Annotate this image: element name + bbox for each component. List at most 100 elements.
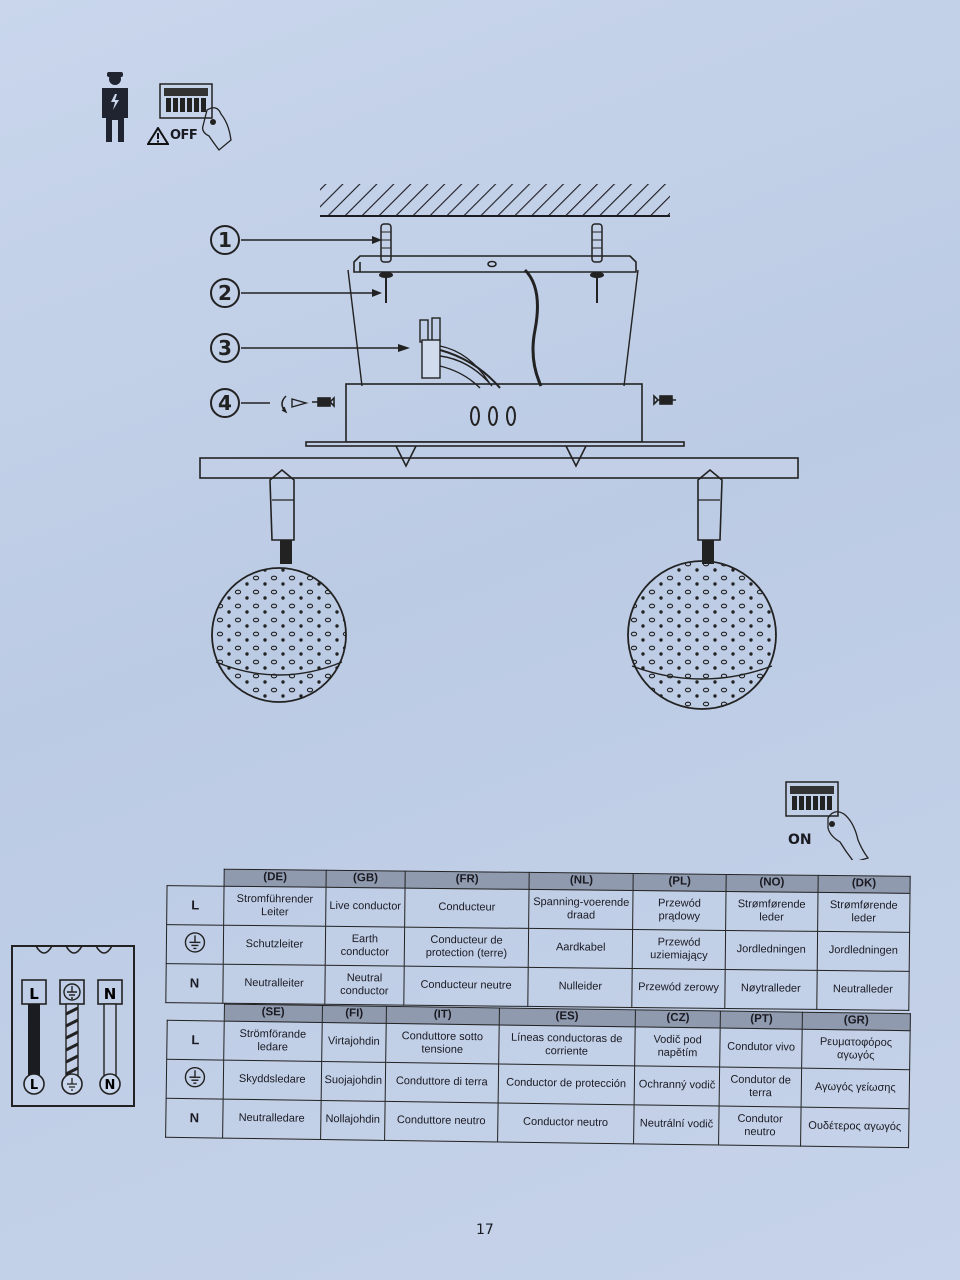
table-cell: Spanning-voerende draad xyxy=(528,889,634,930)
warning-icon xyxy=(147,127,169,145)
table-cell: Neutralleiter xyxy=(222,964,326,1005)
side-screw-left xyxy=(312,396,335,408)
screw-right xyxy=(590,272,604,303)
earth-icon xyxy=(184,1067,206,1088)
svg-text:1: 1 xyxy=(218,228,232,252)
table-cell: Conduttore sotto tensione xyxy=(385,1023,499,1064)
lang-header: (GR) xyxy=(802,1012,911,1031)
assembly-diagram: 1 2 3 4 xyxy=(199,184,799,710)
canopy-box xyxy=(305,383,685,447)
spotlight-right xyxy=(627,468,777,710)
table-cell: Conducteur xyxy=(404,888,530,929)
table-cell: Neutralleder xyxy=(816,970,910,1011)
row-key: L xyxy=(166,885,225,926)
terminal-label-l: L xyxy=(29,985,39,1003)
table-cell: Strømførende leder xyxy=(725,891,818,932)
lang-header: (PT) xyxy=(720,1011,803,1030)
row-key: N xyxy=(165,1098,224,1139)
wire-table-b: (SE) (FI) (IT) (ES) (CZ) (PT) (GR) L Str… xyxy=(165,1003,911,1148)
table-cell: Skyddsledare xyxy=(223,1060,322,1101)
table-cell: Líneas conductoras de corriente xyxy=(498,1024,636,1066)
terminal-connection-diagram: L N L N xyxy=(11,945,135,1107)
svg-text:L: L xyxy=(30,1078,38,1093)
table-cell: Αγωγός γείωσης xyxy=(801,1068,910,1109)
table-cell: Stromführender Leiter xyxy=(223,886,327,927)
table-cell: Schutzleiter xyxy=(223,925,326,966)
callout-2: 2 xyxy=(210,278,382,308)
lang-header: (GB) xyxy=(326,870,405,889)
wall-plug-right xyxy=(591,223,603,263)
lang-header: (NO) xyxy=(725,874,819,893)
terminal-block xyxy=(419,317,501,389)
callout-1: 1 xyxy=(210,225,382,255)
table-cell: Jordledningen xyxy=(817,931,910,972)
lang-header: (SE) xyxy=(224,1004,323,1023)
table-cell: Ochranný vodič xyxy=(633,1065,721,1107)
lang-header: (PL) xyxy=(633,873,726,892)
wire-table-a: (DE) (GB) (FR) (NL) (PL) (NO) (DK) L Str… xyxy=(165,868,911,1011)
lang-header: (ES) xyxy=(498,1007,636,1027)
table-cell: Vodič pod napětím xyxy=(634,1026,721,1068)
lang-header: (FI) xyxy=(321,1005,387,1024)
earth-icon xyxy=(184,932,206,953)
table-cell: Virtajohdin xyxy=(321,1022,387,1063)
off-label: OFF xyxy=(170,128,198,143)
table-cell: Conducteur neutre xyxy=(403,966,529,1007)
breaker-switch-on-icon xyxy=(785,781,870,860)
lang-header: (FR) xyxy=(404,871,530,890)
table-row: Skyddsledare Suojajohdin Conduttore di t… xyxy=(166,1059,910,1109)
table-cell: Neutrální vodič xyxy=(633,1104,720,1146)
lang-header: (IT) xyxy=(386,1006,500,1025)
breaker-switch-off-icon xyxy=(159,83,232,151)
row-key: N xyxy=(165,963,224,1004)
light-bar xyxy=(199,445,799,479)
earth-icon-bottom xyxy=(67,1078,77,1091)
table-cell: Conducteur de protection (terre) xyxy=(403,927,529,968)
table-cell: Przewód uziemiający xyxy=(632,929,726,970)
table-cell: Conductor de protección xyxy=(497,1063,635,1105)
table-cell: Nulleider xyxy=(528,967,633,1008)
table-cell: Strømførende leder xyxy=(817,892,911,933)
lang-header: (DK) xyxy=(817,875,911,894)
earth-icon-small xyxy=(63,983,81,1001)
lang-header: (CZ) xyxy=(635,1009,721,1029)
mounting-bracket xyxy=(353,255,637,273)
table-cell: Conduttore di terra xyxy=(385,1062,499,1103)
table-cell: Nøytralleder xyxy=(724,969,818,1010)
table-cell: Condutor de terra xyxy=(719,1067,802,1108)
callout-3: 3 xyxy=(210,333,410,363)
led-indicators xyxy=(470,406,516,426)
callout-4: 4 xyxy=(210,388,309,418)
table-cell: Przewód zerowy xyxy=(632,968,725,1009)
on-label: ON xyxy=(788,832,812,848)
table-cell: Conductor neutro xyxy=(497,1102,634,1144)
spotlight-left xyxy=(211,468,347,703)
table-cell: Ουδέτερος αγωγός xyxy=(800,1107,910,1148)
table-cell: Przewód prądowy xyxy=(632,890,726,931)
row-key-earth xyxy=(166,1059,224,1100)
svg-text:2: 2 xyxy=(218,281,232,305)
svg-text:N: N xyxy=(105,1078,116,1093)
lang-header: (NL) xyxy=(529,872,634,891)
table-cell: Ρευματοφόρος αγωγός xyxy=(801,1029,911,1070)
table-cell: Condutor neutro xyxy=(719,1106,802,1147)
svg-text:4: 4 xyxy=(218,391,232,415)
table-cell: Conduttore neutro xyxy=(384,1101,498,1142)
electrician-icon xyxy=(102,72,128,142)
wall-plug-left xyxy=(380,223,392,263)
table-cell: Jordledningen xyxy=(724,930,818,971)
lang-header: (DE) xyxy=(224,869,327,888)
screw-left xyxy=(379,272,393,303)
table-cell: Condutor vivo xyxy=(720,1028,803,1069)
table-cell: Nollajohdin xyxy=(320,1100,386,1141)
table-cell: Earth conductor xyxy=(325,926,405,967)
table-cell: Neutralledare xyxy=(222,1099,321,1140)
table-cell: Neutral conductor xyxy=(324,965,404,1006)
row-key-earth xyxy=(166,924,224,965)
table-row: Schutzleiter Earth conductor Conducteur … xyxy=(166,924,910,972)
page-number: 17 xyxy=(476,1222,494,1238)
side-screw-right xyxy=(653,394,676,406)
row-key: L xyxy=(166,1020,225,1061)
terminal-label-n: N xyxy=(104,985,117,1003)
table-cell: Strömförande ledare xyxy=(223,1021,322,1062)
